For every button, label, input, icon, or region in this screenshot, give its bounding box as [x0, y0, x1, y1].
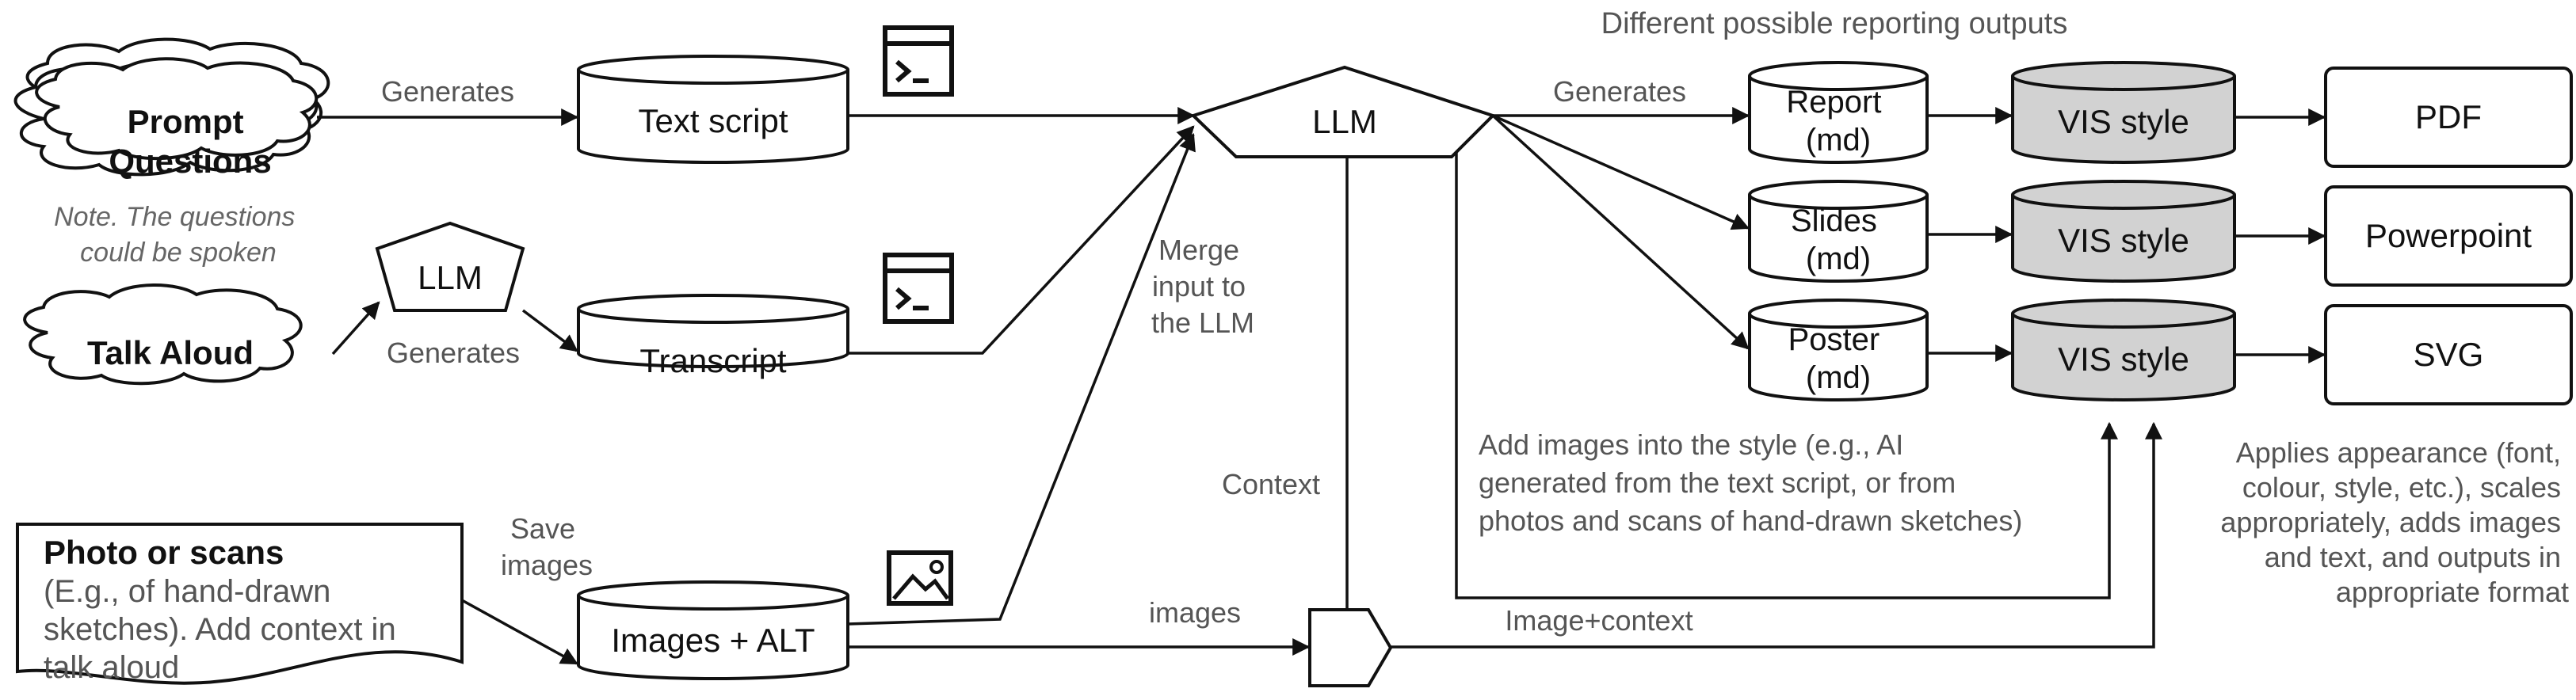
vis-style-label: VIS style: [2058, 340, 2189, 378]
vis-style-cylinder-slides: VIS style: [2011, 180, 2236, 283]
edge-talk-to-llm: [331, 301, 380, 356]
label-save-images-1: Save: [510, 512, 575, 545]
poster-cylinder: Poster (md): [1748, 299, 1929, 401]
edge-images-to-llm: [847, 132, 1196, 626]
edge-llm-to-transcript: [521, 309, 578, 352]
label-merge-line-2: input to: [1152, 270, 1246, 302]
images-alt-label: Images + ALT: [611, 622, 815, 659]
vis-style-cylinder-report: VIS style: [2011, 61, 2236, 164]
label-applies-5: appropriate format: [2336, 576, 2569, 608]
prompt-questions-label-2: Questions: [109, 143, 271, 180]
edge-merge-to-vis: [1391, 421, 2162, 649]
svg-text:(E.g., of hand-drawn ske: (E.g., of hand-drawn sketches). Add cont…: [44, 574, 405, 685]
svg-text:Add images into the style (e.g: Add images into the style (e.g., AI gene…: [1479, 428, 2022, 537]
photo-scans-line-3: talk aloud: [44, 650, 179, 685]
transcript-label: Transcript: [639, 342, 786, 379]
image-icon: [887, 550, 953, 606]
llm-small-node: LLM: [375, 221, 525, 312]
powerpoint-box: Powerpoint: [2324, 185, 2573, 287]
svg-box: SVG: [2324, 304, 2573, 405]
talk-aloud-label: Talk Aloud: [87, 334, 254, 371]
outputs-header: Different possible reporting outputs: [1601, 7, 2068, 40]
poster-label-2: (md): [1806, 360, 1871, 395]
label-add-images-2: generated from the text script, or from: [1479, 466, 1956, 499]
label-add-images-3: photos and scans of hand-drawn sketches): [1479, 504, 2022, 537]
svg-text:Merge input to the LLM: Merge input to the LLM: [1151, 234, 1254, 339]
svg-text:Poster (md): Poster (md): [1788, 322, 1889, 395]
transcript-cylinder: Transcript: [577, 294, 849, 379]
svg-text:Save images: Save images: [501, 512, 593, 581]
images-alt-cylinder: Images + ALT: [577, 580, 849, 680]
photo-scans-line-2: sketches). Add context in: [44, 612, 396, 647]
label-applies-1: Applies appearance (font,: [2236, 436, 2561, 469]
label-save-images-2: images: [501, 549, 593, 581]
label-generates-llm-small: Generates: [387, 337, 520, 369]
label-context: Context: [1222, 468, 1320, 500]
photo-scans-title: Photo or scans: [44, 534, 284, 571]
label-image-context: Image+context: [1505, 604, 1693, 637]
label-add-images-1: Add images into the style (e.g., AI: [1479, 428, 1903, 461]
terminal-icon: [883, 25, 954, 97]
label-applies-4: and text, and outputs in: [2265, 541, 2561, 573]
slides-cylinder: Slides (md): [1748, 180, 1929, 283]
slides-label-2: (md): [1806, 242, 1871, 276]
photo-scans-document: Photo or scans (E.g., of hand-drawn sket…: [16, 523, 464, 685]
photo-scans-line-1: (E.g., of hand-drawn: [44, 574, 330, 609]
talk-aloud-cloud: Talk Aloud: [23, 283, 303, 386]
terminal-icon: [883, 253, 954, 324]
svg-text:Report (md): Report (md): [1786, 85, 1890, 158]
svg-text:Note. The questions could: Note. The questions could be spoken: [54, 202, 303, 268]
vis-style-cylinder-poster: VIS style: [2011, 299, 2236, 401]
text-script-label: Text script: [638, 102, 788, 139]
edge-transcript-to-llm: [848, 125, 1195, 355]
label-generates-main: Generates: [1553, 75, 1686, 108]
prompt-questions-label-1: Prompt: [128, 103, 244, 140]
vis-style-label: VIS style: [2058, 103, 2189, 140]
llm-small-label: LLM: [418, 259, 483, 296]
svg-text:Prompt Questions: Prompt Questions: [109, 103, 271, 180]
svg-text:Slides (md): Slides (md): [1791, 204, 1886, 276]
edge-photo-to-images: [461, 599, 578, 665]
prompt-questions-cloud: Prompt Questions: [13, 37, 330, 180]
label-applies-2: colour, style, etc.), scales: [2242, 471, 2561, 504]
report-label-1: Report: [1786, 85, 1881, 120]
report-label-2: (md): [1806, 123, 1871, 158]
label-generates-prompt: Generates: [381, 75, 514, 108]
slides-label-1: Slides: [1791, 204, 1877, 238]
context-merge-node: [1308, 608, 1393, 687]
edge-llm-add-images: [1455, 152, 2118, 599]
edge-llm-to-poster: [1491, 114, 1750, 350]
prompt-note-line-1: Note. The questions: [54, 202, 295, 232]
svg-text:Applies appearance (font,: Applies appearance (font, colour, style,…: [2220, 436, 2569, 608]
powerpoint-label: Powerpoint: [2365, 217, 2532, 254]
pdf-label: PDF: [2415, 98, 2482, 135]
label-images: images: [1149, 596, 1241, 629]
edges: [317, 107, 2326, 665]
poster-label-1: Poster: [1788, 322, 1880, 357]
label-merge-line-1: Merge: [1158, 234, 1239, 266]
label-merge-line-3: the LLM: [1151, 306, 1254, 339]
pdf-box: PDF: [2324, 67, 2573, 168]
edge-llm-to-slides: [1492, 114, 1750, 230]
report-cylinder: Report (md): [1748, 61, 1929, 164]
llm-main-label: LLM: [1312, 103, 1377, 140]
llm-main-node: LLM: [1190, 65, 1496, 158]
text-script-cylinder: Text script: [577, 55, 849, 164]
prompt-note-line-2: could be spoken: [80, 238, 277, 268]
svg-output-label: SVG: [2414, 336, 2484, 373]
vis-style-label: VIS style: [2058, 222, 2189, 259]
label-applies-3: appropriately, adds images: [2220, 506, 2561, 538]
